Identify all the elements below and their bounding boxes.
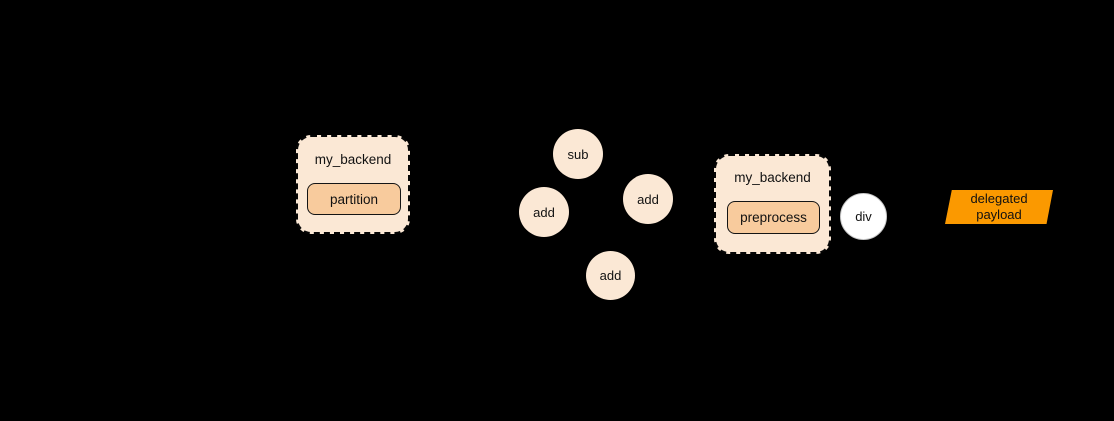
delegated-payload-node: delegated payload xyxy=(945,190,1053,224)
delegated-payload-line1: delegated xyxy=(970,191,1028,206)
backend-box-partition: my_backend partition xyxy=(296,135,410,234)
add-op-node-bottom: add xyxy=(586,251,635,300)
partition-op-node: partition xyxy=(307,183,401,215)
backend-title: my_backend xyxy=(734,170,811,185)
delegated-payload-line2: payload xyxy=(976,207,1022,222)
add-op-node-right: add xyxy=(623,174,673,224)
add-op-node-left: add xyxy=(519,187,569,237)
backend-box-preprocess: my_backend preprocess xyxy=(714,154,831,254)
backend-title: my_backend xyxy=(314,152,392,167)
preprocess-op-node: preprocess xyxy=(727,201,820,234)
sub-op-node: sub xyxy=(553,129,603,179)
div-op-node: div xyxy=(840,193,887,240)
